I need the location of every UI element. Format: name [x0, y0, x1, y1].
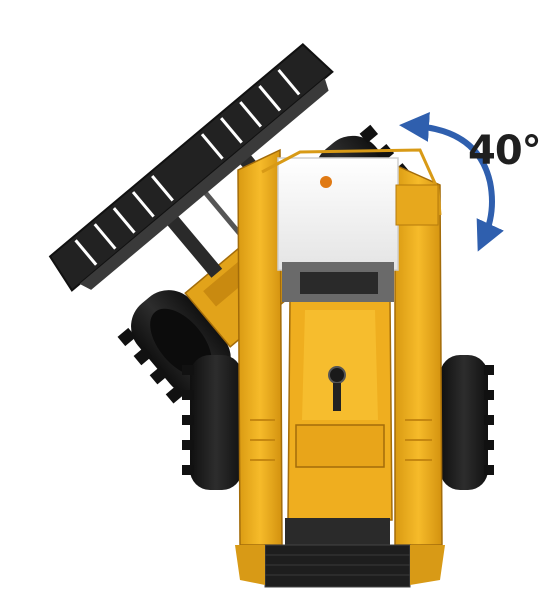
operator-cab	[261, 148, 442, 302]
rotation-arrow	[399, 111, 504, 252]
rotation-angle-label: 40°	[468, 128, 542, 174]
rear-frame	[235, 148, 445, 588]
rear-grille	[264, 544, 411, 588]
dozer-blade	[48, 43, 334, 292]
beacon-light	[320, 176, 332, 188]
exhaust-stack	[328, 366, 346, 384]
rear-wheel-left	[182, 355, 242, 490]
rear-wheel-right	[440, 355, 494, 490]
